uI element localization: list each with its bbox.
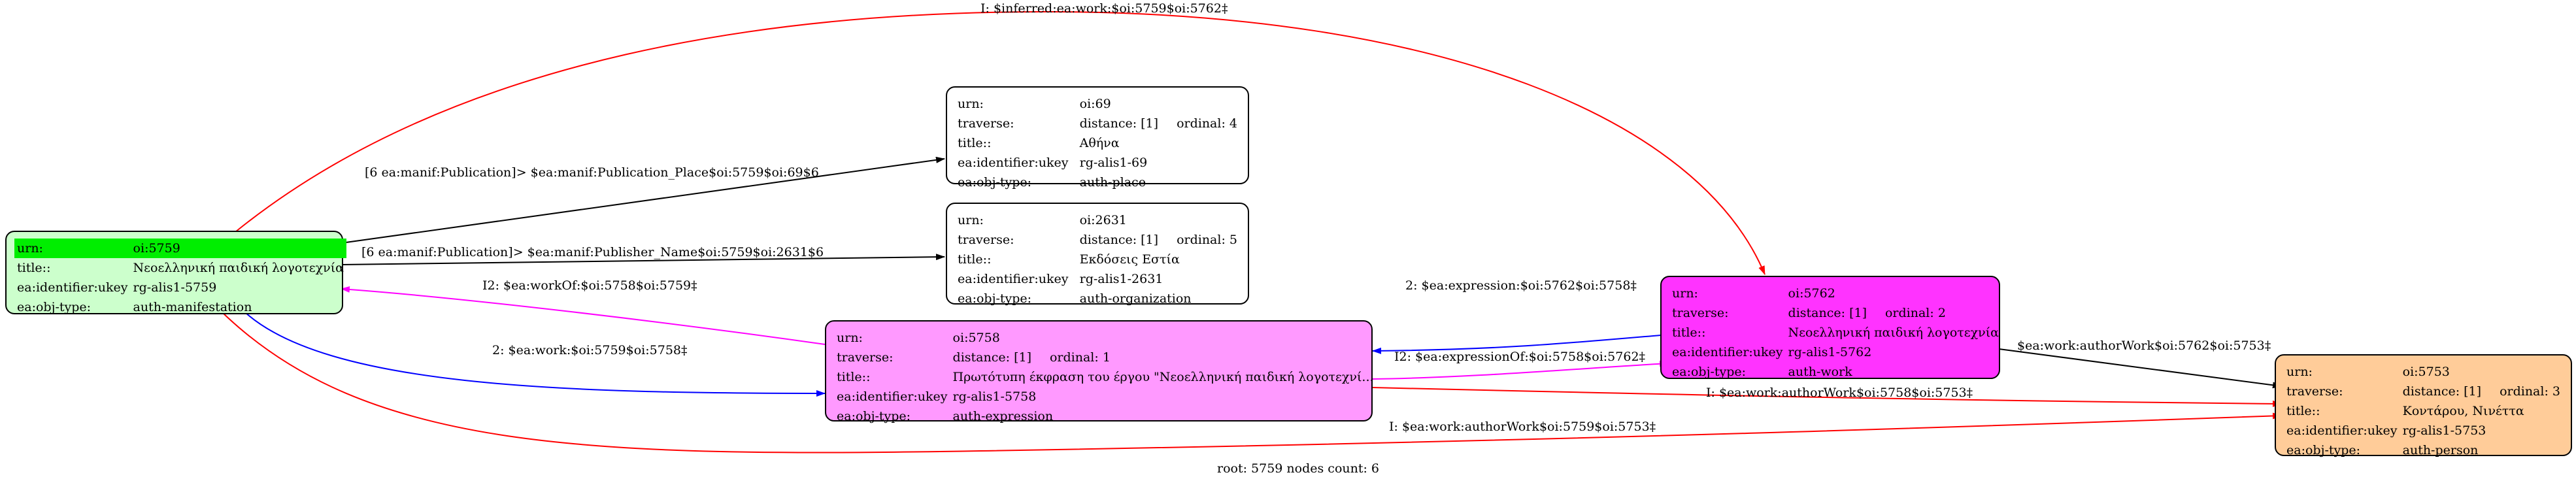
ukey-value: rg-alis1-69 (1079, 156, 1148, 170)
edge-label-authorWork-5759: I: $ea:work:authorWork$oi:5759$oi:5753‡ (1389, 420, 1656, 434)
title-key: title:: (1672, 325, 1706, 340)
ukey-value: rg-alis1-5758 (952, 389, 1037, 404)
type-value: auth-place (1079, 175, 1146, 190)
edge-workOf (341, 286, 826, 345)
ukey-key: ea:identifier:ukey (837, 389, 948, 404)
edge-label-publication-place: [6 ea:manif:Publication]> $ea:manif:Publ… (365, 165, 819, 180)
edge-label-inferred: I: $inferred:ea:work:$oi:5759$oi:5762‡ (980, 1, 1228, 16)
type-value: auth-work (1788, 365, 1852, 379)
ukey-key: ea:identifier:ukey (17, 280, 128, 295)
urn-key: urn: (837, 331, 863, 345)
title-key: title:: (958, 252, 992, 267)
type-value: auth-manifestation (133, 300, 252, 314)
ukey-key: ea:identifier:ukey (958, 272, 1069, 286)
type-value: auth-expression (952, 409, 1054, 423)
type-key: ea:obj-type: (1672, 365, 1747, 379)
ordinal-value: ordinal: 2 (1884, 306, 1946, 320)
edge-label-expression: 2: $ea:expression:$oi:5762$oi:5758‡ (1405, 278, 1637, 293)
type-value: auth-organization (1079, 291, 1192, 306)
edge-label-expressionOf: I2: $ea:expressionOf:$oi:5758$oi:5762‡ (1394, 350, 1646, 364)
urn-key: urn: (1672, 286, 1698, 301)
urn-value: oi:5758 (952, 331, 1000, 345)
node-manifestation-5759[interactable]: urn:oi:5759 title::Νεοελληνική παιδική λ… (5, 231, 346, 314)
ukey-value: rg-alis1-5753 (2402, 423, 2486, 438)
edge-publication-place (341, 156, 945, 244)
type-key: ea:obj-type: (17, 300, 92, 314)
distance-value: distance: [1] (1079, 233, 1159, 247)
urn-value: oi:69 (1079, 97, 1111, 111)
type-value: auth-person (2402, 443, 2479, 457)
title-value: Αθήνα (1079, 136, 1120, 150)
edge-publisher-name (341, 254, 945, 265)
title-key: title:: (958, 136, 992, 150)
traverse-key: traverse: (1672, 306, 1729, 320)
node-place-69[interactable]: urn: oi:69 traverse: distance: [1] ordinal:… (946, 86, 1249, 190)
node-organization-2631[interactable]: urn: oi:2631 traverse: distance: [1] ordina… (946, 203, 1249, 306)
ukey-key: ea:identifier:ukey (958, 156, 1069, 170)
graph-footer: root: 5759 nodes count: 6 (1217, 461, 1380, 476)
edge-authorWork-5762 (1998, 348, 2282, 389)
distance-value: distance: [1] (1788, 306, 1867, 320)
title-key: title:: (17, 261, 51, 275)
traverse-key: traverse: (837, 350, 894, 365)
edge-label-authorWork-5762: $ea:work:authorWork$oi:5762$oi:5753‡ (2017, 339, 2271, 353)
ukey-key: ea:identifier:ukey (1672, 345, 1783, 359)
node-work-5762[interactable]: urn: oi:5762 traverse: distance: [1] ordina… (1660, 276, 2000, 379)
type-key: ea:obj-type: (958, 175, 1032, 190)
ukey-key: ea:identifier:ukey (2286, 423, 2398, 438)
edge-work (244, 312, 826, 397)
edge-label-workOf: I2: $ea:workOf:$oi:5758$oi:5759‡ (482, 278, 697, 293)
traverse-key: traverse: (958, 233, 1014, 247)
type-key: ea:obj-type: (837, 409, 911, 423)
edge-label-work: 2: $ea:work:$oi:5759$oi:5758‡ (492, 343, 688, 357)
urn-key: urn: (958, 97, 984, 111)
traverse-key: traverse: (2286, 384, 2343, 399)
edge-authorWork-5759 (222, 312, 2282, 454)
distance-value: distance: [1] (2402, 384, 2482, 399)
title-key: title:: (2286, 404, 2320, 418)
distance-value: distance: [1] (1079, 116, 1159, 131)
traverse-key: traverse: (958, 116, 1014, 131)
ukey-value: rg-alis1-5759 (133, 280, 217, 295)
type-key: ea:obj-type: (958, 291, 1032, 306)
urn-key: urn: (958, 213, 984, 227)
distance-value: distance: [1] (952, 350, 1031, 365)
urn-value: oi:2631 (1079, 213, 1127, 227)
edge-inferred (235, 10, 1765, 275)
urn-key: urn: (2286, 365, 2313, 379)
ordinal-value: ordinal: 1 (1049, 350, 1111, 365)
ordinal-value: ordinal: 4 (1177, 116, 1237, 131)
edge-authorWork-5758 (1372, 387, 2282, 407)
title-key: title:: (837, 370, 871, 384)
title-value: Κοντάρου, Νινέττα (2402, 404, 2524, 418)
ukey-value: rg-alis1-5762 (1788, 345, 1872, 359)
title-value: Πρωτότυπη έκφραση του έργου "Νεοελληνική… (952, 370, 1374, 384)
title-value: Νεοελληνική παιδική λογοτεχνία (1788, 325, 1999, 340)
type-key: ea:obj-type: (2286, 443, 2361, 457)
edge-label-authorWork-5758: I: $ea:work:authorWork$oi:5758$oi:5753‡ (1706, 386, 1973, 400)
urn-key: urn: (14, 239, 131, 258)
edge-expression (1372, 334, 1669, 354)
edge-expressionOf (1372, 360, 1669, 380)
ordinal-value: ordinal: 3 (2500, 384, 2560, 399)
urn-value: oi:5759 (130, 239, 346, 258)
node-expression-5758[interactable]: urn: oi:5758 traverse: distance: [1] ordina… (825, 320, 1374, 423)
title-value: Νεοελληνική παιδική λογοτεχνία (133, 261, 344, 275)
node-person-5753[interactable]: urn: oi:5753 traverse: distance: [1] ordina… (2275, 354, 2572, 457)
title-value: Εκδόσεις Εστία (1079, 252, 1180, 267)
ordinal-value: ordinal: 5 (1177, 233, 1237, 247)
edge-label-publisher-name: [6 ea:manif:Publication]> $ea:manif:Publ… (361, 245, 824, 259)
urn-value: oi:5762 (1788, 286, 1835, 301)
ukey-value: rg-alis1-2631 (1079, 272, 1163, 286)
urn-value: oi:5753 (2402, 365, 2450, 379)
